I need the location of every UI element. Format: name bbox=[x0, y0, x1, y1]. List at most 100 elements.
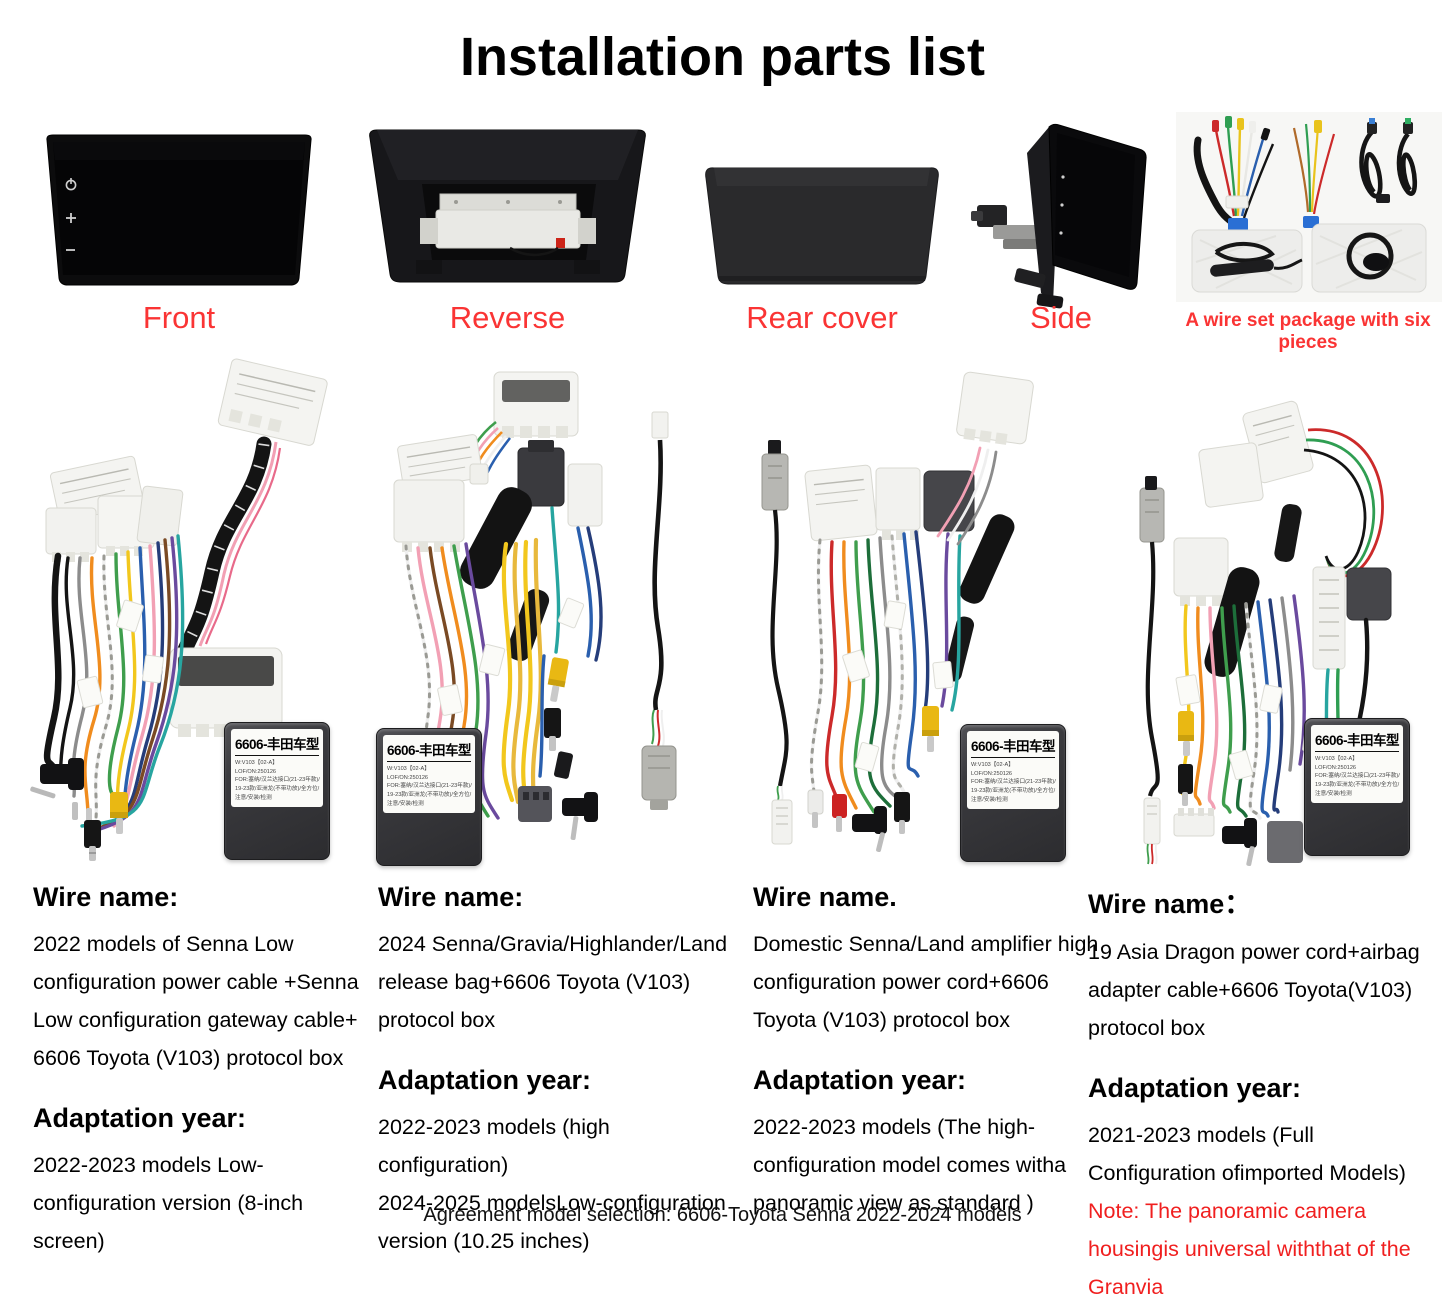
protocol-box-title: 6606-丰田车型 bbox=[387, 739, 472, 762]
adaptation-year-text: 2021-2023 models (Full Configuration ofi… bbox=[1088, 1123, 1406, 1185]
dark-connector bbox=[517, 440, 565, 507]
white-connector-cluster bbox=[804, 464, 921, 542]
wire-name-heading: Wire name. bbox=[753, 882, 897, 912]
adaptation-year-text: 2022-2023 models (The high-configuration… bbox=[753, 1115, 1067, 1215]
wire-bundle bbox=[43, 534, 185, 834]
rear-cover-label: Rear cover bbox=[746, 300, 898, 335]
volume-up-icon bbox=[66, 213, 76, 223]
side-view-image bbox=[971, 123, 1147, 309]
adaptation-year-text: 2022-2023 models Low-configuration versi… bbox=[33, 1153, 304, 1253]
aux-jack-plug bbox=[1178, 764, 1193, 806]
wire-set-package-label: A wire set package with six pieces bbox=[1185, 310, 1431, 353]
power-icon bbox=[65, 178, 77, 191]
protocol-box-label: 6606-丰田车型 W:V103【02-A】 LOF/ON:250126 FOR… bbox=[231, 729, 323, 808]
adaptation-year-text: 2022-2023 models (high configuration) bbox=[378, 1115, 610, 1177]
protocol-box-title: 6606-丰田车型 bbox=[1315, 729, 1400, 752]
antenna-plug bbox=[852, 806, 887, 853]
wire-name-heading: Wire name: bbox=[33, 882, 179, 912]
rca-harness bbox=[1193, 116, 1275, 231]
white-connector-top bbox=[493, 371, 579, 438]
wire-label-tags bbox=[842, 600, 954, 773]
dark-connector bbox=[1346, 567, 1392, 621]
wire-harness-photo-3: 6606-丰田车型 W:V103【02-A】 LOF/ON:250126 FOR… bbox=[728, 356, 1076, 878]
dark-connector bbox=[923, 470, 975, 532]
product-rear-cover-view bbox=[698, 158, 946, 292]
side-view-label: Side bbox=[1029, 300, 1093, 335]
side-cable bbox=[1139, 476, 1165, 865]
protocol-box: 6606-丰田车型 W:V103【02-A】 LOF/ON:250126 FOR… bbox=[224, 722, 330, 860]
rca-plug-yellow bbox=[1178, 711, 1194, 756]
front-view-image bbox=[46, 134, 312, 286]
rca-plug-red bbox=[832, 794, 847, 832]
camera-cable bbox=[641, 411, 677, 810]
antenna-plug bbox=[30, 758, 84, 799]
side-cable bbox=[761, 440, 793, 845]
airbag-adapter bbox=[1242, 400, 1384, 578]
reverse-view-image bbox=[369, 129, 646, 283]
harness-2-image bbox=[393, 371, 677, 841]
wire-label-tags bbox=[437, 597, 585, 716]
protocol-box-label: 6606-丰田车型 W:V103【02-A】 LOF/ON:250126 FOR… bbox=[967, 731, 1059, 810]
product-side-view bbox=[957, 113, 1165, 335]
multipin-connector-bottom bbox=[518, 786, 552, 822]
wire-name-text: Domestic Senna/Land amplifier high confi… bbox=[753, 932, 1099, 1032]
wire-harness-photo-4: 6606-丰田车型 W:V103【02-A】 LOF/ON:250126 FOR… bbox=[1082, 356, 1442, 878]
gray-connector-bottom bbox=[1267, 821, 1303, 863]
rca-plug-yellow bbox=[922, 706, 939, 752]
aux-jack-plug bbox=[544, 708, 573, 779]
protocol-box: 6606-丰田车型 W:V103【02-A】 LOF/ON:250126 FOR… bbox=[1304, 718, 1410, 856]
wire-info-column-3: Wire name. Domestic Senna/Land amplifier… bbox=[753, 882, 1105, 1222]
white-connector-top-right bbox=[956, 371, 1034, 445]
aux-jack-plug bbox=[84, 820, 101, 861]
wire-set-package-image bbox=[1176, 112, 1442, 302]
protocol-box-label: 6606-丰田车型 W:V103【02-A】 LOF/ON:250126 FOR… bbox=[383, 735, 475, 814]
wire-info-column-1: Wire name: 2022 models of Senna Low conf… bbox=[33, 882, 375, 1260]
packaged-cable-coil-bag bbox=[1311, 223, 1427, 293]
product-reverse-view bbox=[360, 122, 655, 294]
rca-plug-yellow bbox=[110, 792, 128, 834]
multipin-connector-bottom bbox=[1173, 808, 1215, 837]
white-connector-right bbox=[567, 463, 603, 527]
wire-info-column-2: Wire name: 2024 Senna/Gravia/Highlander/… bbox=[378, 882, 730, 1260]
adaptation-year-text-2: 2024-2025 modelsLow-configuration versio… bbox=[378, 1191, 726, 1253]
rca-plug-yellow bbox=[547, 657, 569, 702]
wire-label-tags bbox=[76, 599, 164, 709]
harness-4-image bbox=[1139, 400, 1392, 867]
wire-harness-photo-1: 6606-丰田车型 W:V103【02-A】 LOF/ON:250126 FOR… bbox=[28, 356, 360, 878]
thin-wire-bundle bbox=[1292, 120, 1336, 228]
rear-connector-red bbox=[556, 238, 565, 248]
protocol-box-title: 6606-丰田车型 bbox=[235, 733, 320, 756]
packaged-antenna-bag bbox=[1191, 229, 1303, 293]
wire-name-text: 2024 Senna/Gravia/Highlander/Land releas… bbox=[378, 932, 728, 1032]
protocol-box-label: 6606-丰田车型 W:V103【02-A】 LOF/ON:250126 FOR… bbox=[1311, 725, 1403, 804]
adaptation-year-heading: Adaptation year: bbox=[378, 1065, 592, 1095]
white-connector-cluster bbox=[1173, 442, 1264, 606]
product-front-view bbox=[33, 130, 325, 292]
wire-name-text: 2022 models of Senna Low configuration p… bbox=[33, 932, 359, 1070]
front-view-label: Front bbox=[142, 300, 216, 335]
wire-name-heading: Wire name: bbox=[378, 882, 524, 912]
adaptation-year-heading: Adaptation year: bbox=[1088, 1073, 1302, 1103]
black-cable-pair bbox=[1359, 118, 1418, 203]
pin-strip-connector bbox=[1312, 566, 1346, 670]
adaptation-year-heading: Adaptation year: bbox=[33, 1103, 247, 1133]
rear-cover-image bbox=[705, 167, 939, 285]
footer-note: Agreement model selection: 6606-Toyota S… bbox=[423, 1204, 1022, 1226]
reverse-view-label: Reverse bbox=[449, 300, 566, 335]
adaptation-year-heading: Adaptation year: bbox=[753, 1065, 967, 1095]
rca-plug-white bbox=[807, 789, 824, 828]
harness-1-image bbox=[30, 358, 328, 861]
page-title: Installation parts list bbox=[459, 27, 986, 87]
antenna-plug bbox=[562, 792, 598, 841]
protocol-box: 6606-丰田车型 W:V103【02-A】 LOF/ON:250126 FOR… bbox=[960, 724, 1066, 862]
white-connector-cluster bbox=[45, 455, 184, 562]
amplifier-modules bbox=[943, 514, 1015, 682]
wire-info-column-4: Wire name： 19 Asia Dragon power cord+air… bbox=[1088, 882, 1442, 1306]
harness-3-image bbox=[761, 371, 1034, 853]
amplifier-modules bbox=[1204, 503, 1302, 677]
gateway-cable bbox=[169, 358, 328, 737]
antenna-plug bbox=[1222, 818, 1257, 867]
protocol-box-title: 6606-丰田车型 bbox=[971, 735, 1056, 758]
aux-jack-plug bbox=[894, 792, 910, 834]
panoramic-camera-note: Note: The panoramic camera housingis uni… bbox=[1088, 1199, 1411, 1299]
